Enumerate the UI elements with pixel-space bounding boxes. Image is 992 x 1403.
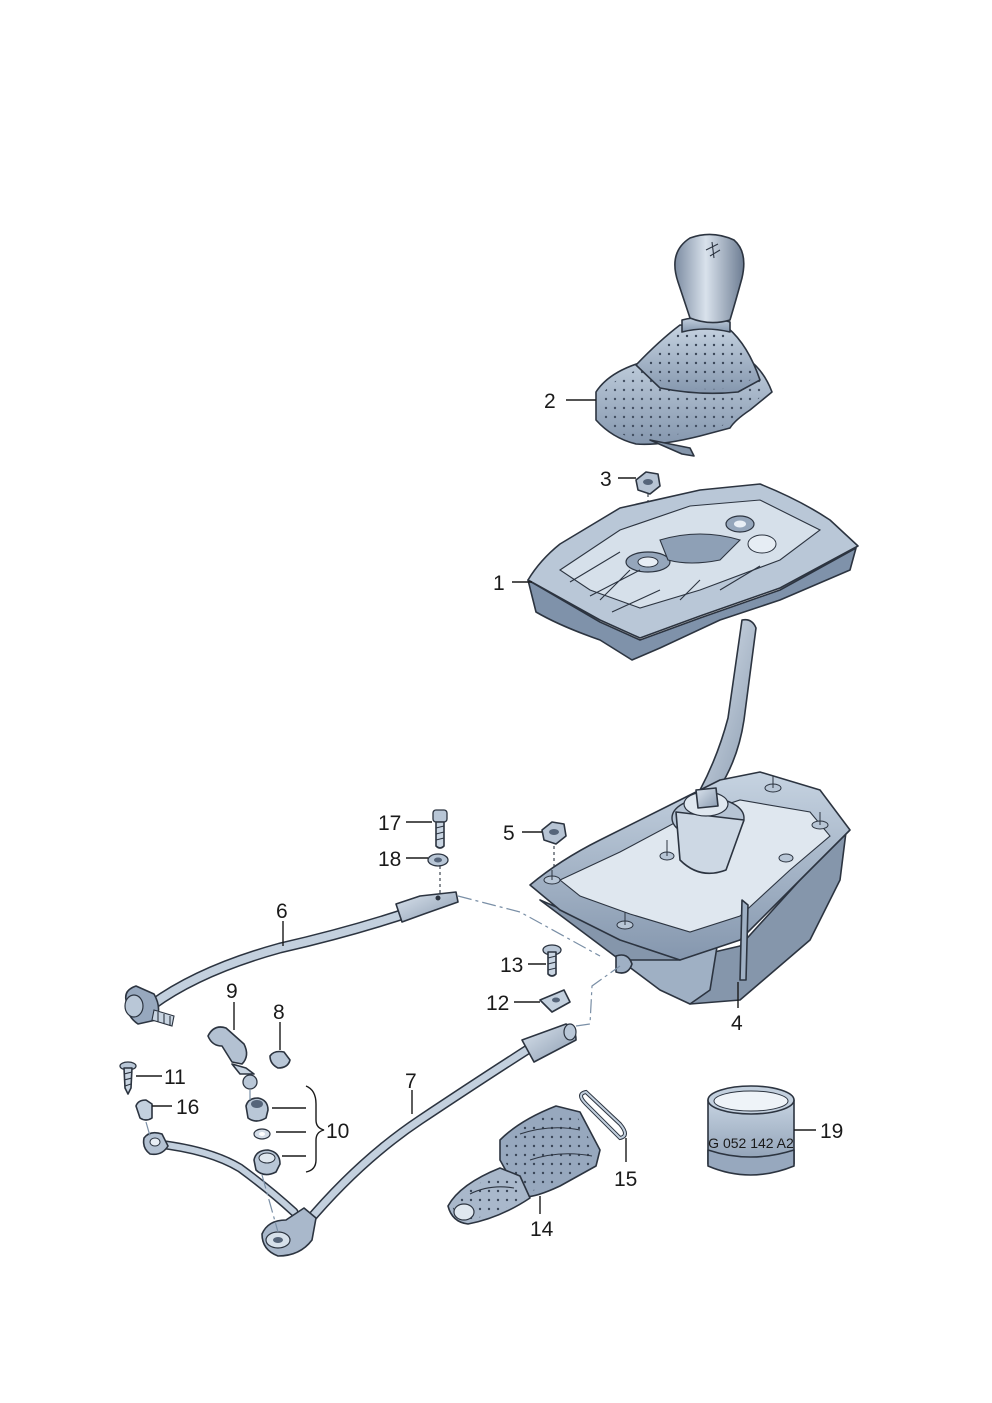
callout-labels: 2 3 1 4 5 6 7 8 9 10 11 16 17 18 13 12 1… <box>164 390 843 1241</box>
callout-17: 17 <box>378 812 401 835</box>
bolt-part-17 <box>432 809 448 849</box>
callout-9: 9 <box>226 980 238 1003</box>
seal-ring-part-15 <box>579 1089 627 1141</box>
cover-plate <box>527 483 859 661</box>
callout-1: 1 <box>493 572 505 595</box>
callout-13: 13 <box>500 954 523 977</box>
bushing-set-part-10 <box>245 1097 281 1176</box>
selector-cable-rod <box>124 891 459 1027</box>
shift-rod-part-7 <box>261 1023 577 1257</box>
callout-3: 3 <box>600 468 612 491</box>
callout-16: 16 <box>176 1096 199 1119</box>
callout-19: 19 <box>820 1120 843 1143</box>
callout-2: 2 <box>544 390 556 413</box>
callout-15: 15 <box>614 1168 637 1191</box>
sleeve-marking: G 052 142 A2 <box>708 1135 794 1151</box>
callout-10: 10 <box>326 1120 349 1143</box>
callout-5: 5 <box>503 822 515 845</box>
callout-11: 11 <box>164 1066 186 1089</box>
gear-lever-housing <box>529 618 851 1005</box>
gear-knob-boot <box>595 233 773 457</box>
rubber-boot-part-14 <box>447 1105 601 1225</box>
callout-8: 8 <box>273 1001 285 1024</box>
leader-lines <box>136 399 816 1214</box>
cap-part-8 <box>269 1050 291 1069</box>
callout-6: 6 <box>276 900 288 923</box>
assembly-lines <box>145 895 621 1233</box>
washer-part-18 <box>427 853 449 867</box>
selector-link <box>142 1131 299 1217</box>
sleeve-part-19: G 052 142 A2 <box>707 1085 795 1176</box>
screw-part-11 <box>119 1061 137 1095</box>
callout-4: 4 <box>731 1012 743 1035</box>
callout-14: 14 <box>530 1218 554 1241</box>
sleeve-part-16 <box>135 1099 153 1121</box>
clip-part-12 <box>539 989 571 1013</box>
callout-7: 7 <box>405 1070 417 1093</box>
nut-part-5 <box>541 821 567 870</box>
callout-12: 12 <box>486 992 509 1015</box>
callout-18: 18 <box>378 848 401 871</box>
bracket-part-9 <box>207 1026 258 1090</box>
screw-part-13 <box>542 944 562 977</box>
